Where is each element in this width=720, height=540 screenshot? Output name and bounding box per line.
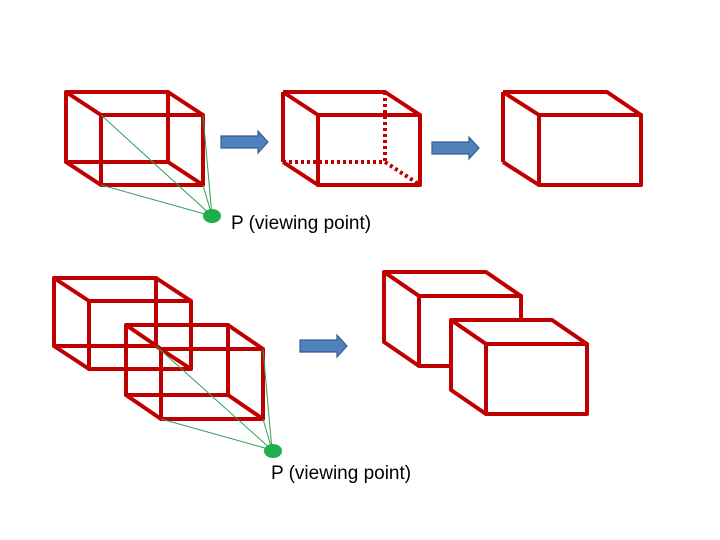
viewing-point-dot-top (203, 209, 221, 223)
viewing-point-dot-bottom (264, 444, 282, 458)
hidden-edges-dotted (283, 92, 422, 187)
viewing-point-label-bottom: P (viewing point) (271, 463, 411, 484)
viewing-point-label-top: P (viewing point) (231, 213, 371, 234)
wireframe-cube-all-edges (64, 90, 205, 187)
right-arrow-icon (220, 129, 269, 155)
cube-hidden-edges-dotted (281, 90, 422, 187)
sight-lines-bottom (155, 345, 273, 451)
right-arrow-icon (299, 333, 348, 359)
cube-hidden-edges-removed (501, 90, 643, 187)
right-arrow-icon (431, 135, 480, 161)
wireframe-cube-front (124, 323, 265, 421)
wireframe-cube-back (52, 276, 193, 371)
sight-lines-top (100, 114, 213, 217)
solid-box-front (449, 318, 589, 416)
